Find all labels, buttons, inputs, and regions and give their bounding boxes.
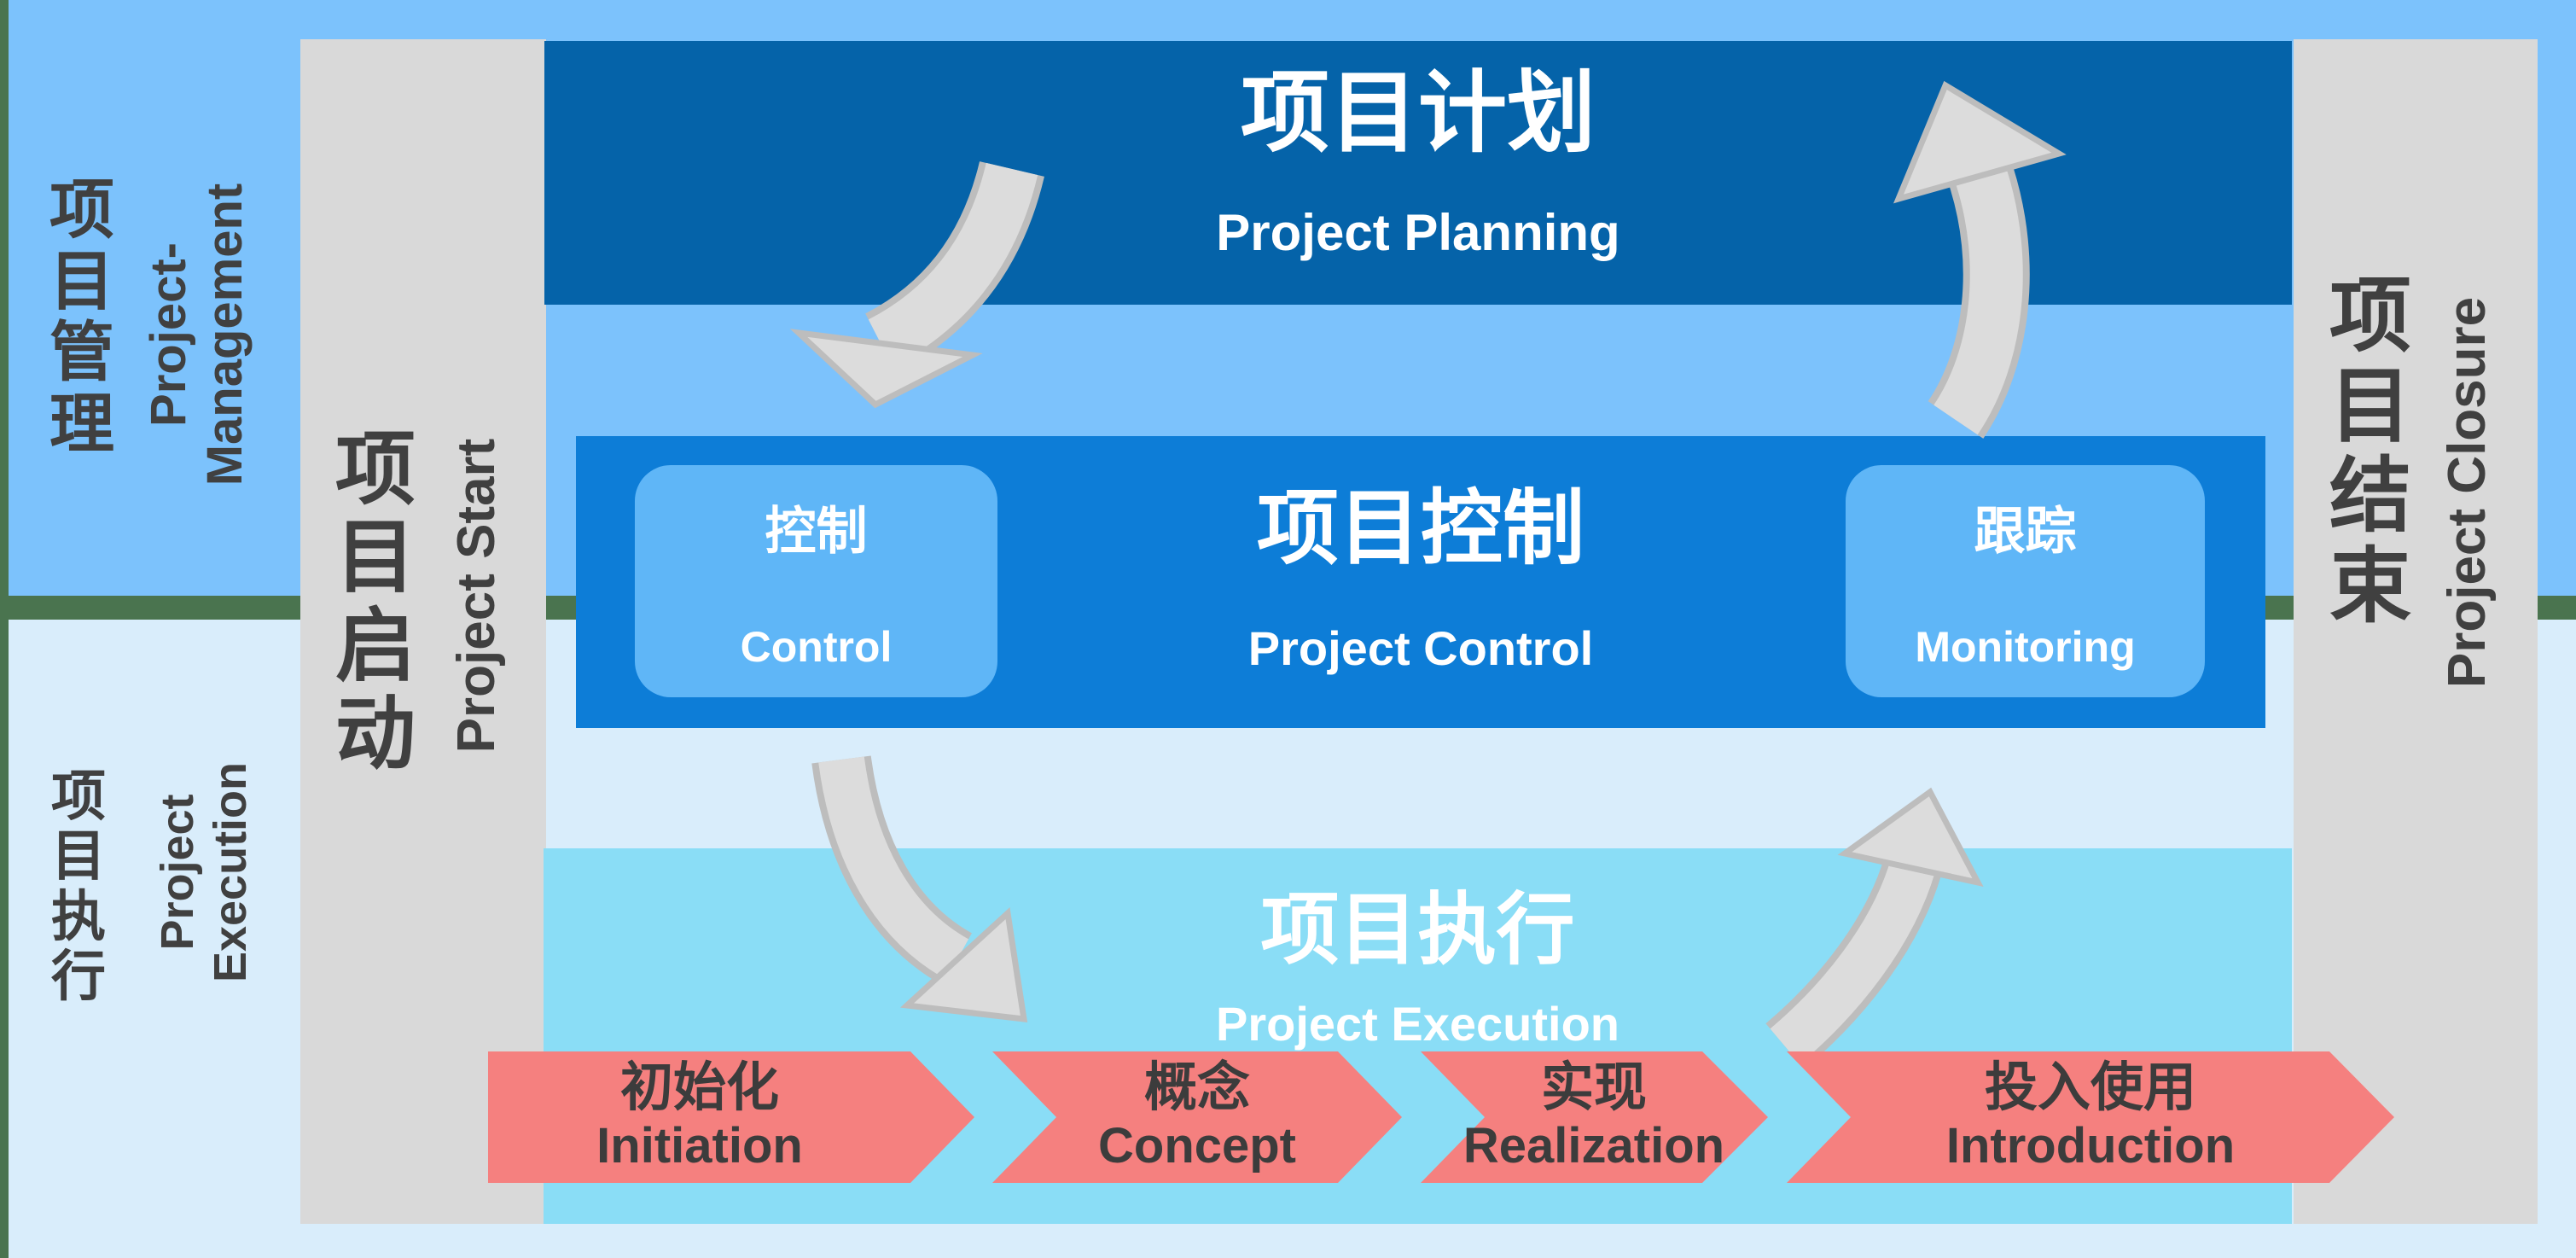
phase-label-concept: 概念 Concept <box>958 1058 1436 1174</box>
planning-title-en: Project Planning <box>1216 204 1620 261</box>
control-box-zh: 控制 <box>765 503 868 560</box>
monitoring-box-en: Monitoring <box>1915 623 2136 671</box>
phase-concept-en: Concept <box>1098 1118 1296 1174</box>
curved-arrow-execution-to-control-icon <box>1765 787 1984 1069</box>
phase-chevron-concept <box>992 1051 1402 1183</box>
execution-title-en: Project Execution <box>1215 997 1620 1051</box>
project-closure-label-zh: 项目结束 <box>2329 271 2411 632</box>
phase-concept-zh: 概念 <box>1143 1058 1250 1117</box>
project-closure-pillar <box>2294 39 2538 1224</box>
phase-label-initiation: 初始化 Initiation <box>461 1058 939 1174</box>
phase-label-introduction: 投入使用 Introduction <box>1852 1058 2329 1174</box>
phase-chevron-introduction <box>1787 1051 2394 1183</box>
project-closure-label-en: Project Closure <box>2438 296 2497 689</box>
monitoring-box-zh: 跟踪 <box>1974 503 2077 560</box>
management-label-en: Project- Management <box>141 79 260 591</box>
phase-realization-en: Realization <box>1462 1118 1725 1174</box>
phase-initiation-en: Initiation <box>596 1118 803 1174</box>
control-title-en: Project Control <box>1247 621 1594 675</box>
left-border <box>0 0 9 1258</box>
control-title-zh: 项目控制 <box>1257 483 1585 574</box>
phase-introduction-zh: 投入使用 <box>1984 1058 2196 1117</box>
curved-arrow-control-to-execution-icon <box>811 755 1028 1023</box>
project-start-label-en: Project Start <box>447 438 506 754</box>
phase-label-realization: 实现 Realization <box>1355 1058 1833 1174</box>
phase-initiation-zh: 初始化 <box>619 1058 779 1117</box>
project-start-label-zh: 项目启动 <box>334 424 416 779</box>
phase-chevron-realization <box>1421 1051 1768 1183</box>
curved-arrow-control-to-plan-icon <box>1893 80 2067 439</box>
execution-side-label-en: Project Execution <box>151 650 262 1094</box>
phase-realization-zh: 实现 <box>1540 1058 1647 1117</box>
management-label-zh: 项目管理 <box>49 174 114 461</box>
management-en-line2: Management <box>197 183 253 486</box>
curved-arrow-plan-to-control-icon <box>789 160 1044 409</box>
planning-title-zh: 项目计划 <box>1240 64 1596 163</box>
monitoring-box: 跟踪 Monitoring <box>1846 465 2205 697</box>
phase-chevron-initiation <box>488 1051 974 1183</box>
execution-side-label-zh: 项目执行 <box>51 766 106 1008</box>
control-box-en: Control <box>740 623 893 671</box>
project-start-pillar <box>300 39 546 1224</box>
phase-introduction-en: Introduction <box>1945 1118 2236 1174</box>
execution-title-zh: 项目执行 <box>1260 887 1575 974</box>
execution-en-line1: Project <box>152 794 203 951</box>
management-en-line1: Project- <box>141 242 196 427</box>
execution-en-line2: Execution <box>205 761 256 983</box>
control-box: 控制 Control <box>635 465 997 697</box>
